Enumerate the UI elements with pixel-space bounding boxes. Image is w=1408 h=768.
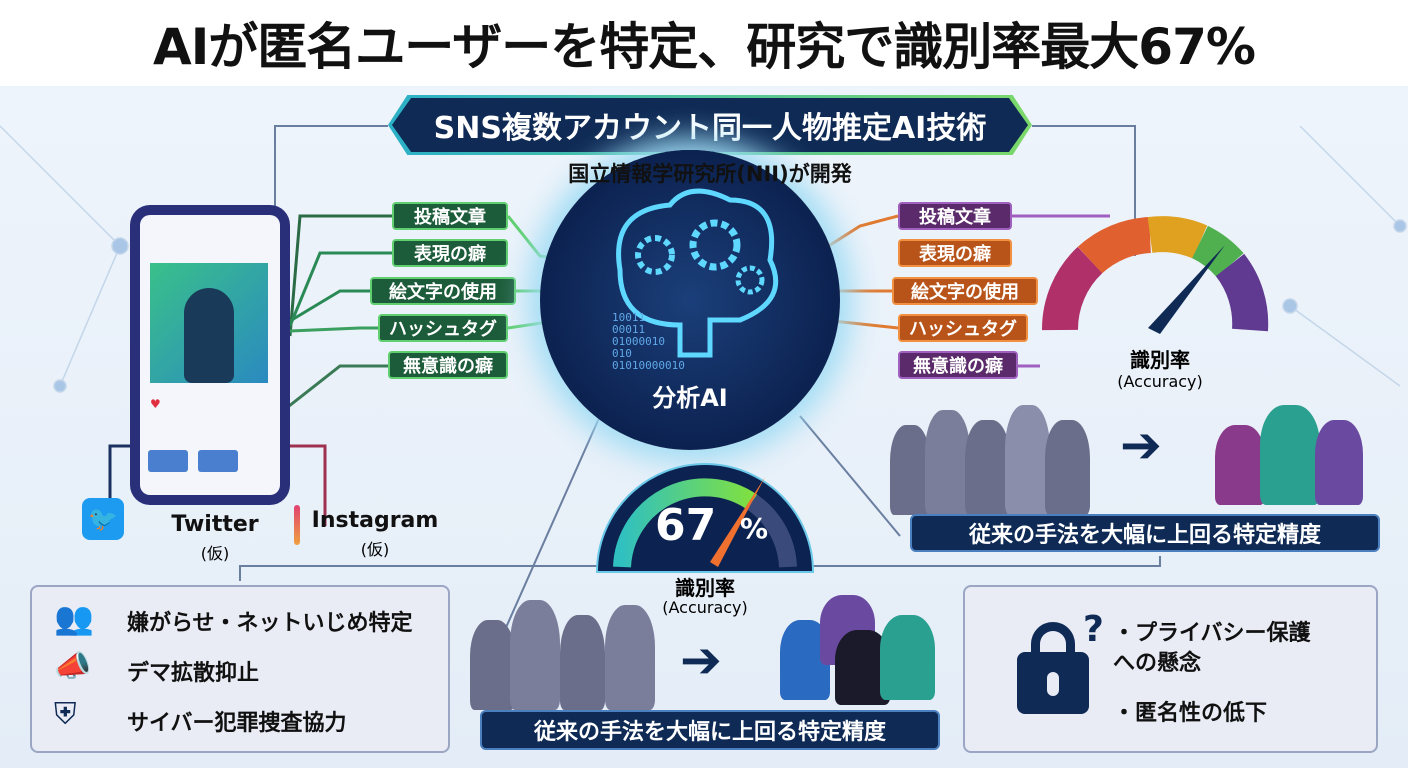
gauge-sublabel: (Accuracy) <box>1117 372 1203 391</box>
gauge-label: 識別率 <box>675 576 735 600</box>
concern-text: ・プライバシー保護 への懸念 <box>1113 621 1311 676</box>
lock-icon <box>1017 622 1089 714</box>
analysis-ai-circle <box>540 150 840 450</box>
feature-label: 無意識の癖 <box>388 351 508 379</box>
use-case-text: デマ拡散抑止 <box>127 661 260 686</box>
platform-note: (仮) <box>360 540 390 559</box>
use-cases-box: 👥 嫌がらせ・ネットいじめ特定 📣 デマ拡散抑止 ⛨ サイバー犯罪捜査協力 <box>30 585 450 753</box>
question-icon: ? <box>1083 609 1104 650</box>
feature-label: 投稿文章 <box>392 202 508 230</box>
concern-text: ・匿名性の低下 <box>1113 701 1268 726</box>
platform-note: (仮) <box>200 544 230 563</box>
feature-label: 表現の癖 <box>898 239 1012 267</box>
arrow-right-icon: ➔ <box>1120 416 1162 474</box>
feature-label: 投稿文章 <box>898 202 1012 230</box>
analysis-ai-label: 分析AI <box>652 384 728 412</box>
feature-label: ハッシュタグ <box>378 314 508 342</box>
brain-gear-icon <box>616 188 779 358</box>
gauge-sublabel: (Accuracy) <box>662 598 748 617</box>
gauge-label: 識別率 <box>1130 348 1190 372</box>
smartphone-illustration: ♥ <box>130 205 290 505</box>
crowd-illustration <box>890 405 1110 515</box>
megaphone-icon: 📣 <box>54 649 92 684</box>
page-title: AIが匿名ユーザーを特定、研究で識別率最大67% <box>0 0 1408 86</box>
shield-gear-icon: ⛨ <box>54 697 77 732</box>
twitter-icon: 🐦 <box>82 498 124 540</box>
silhouette-icon <box>184 288 234 383</box>
platform-name: Twitter <box>171 512 259 537</box>
concerns-box: ? ・プライバシー保護 への懸念 ・匿名性の低下 <box>963 585 1378 753</box>
platform-name: Instagram <box>311 508 439 533</box>
feature-label: 絵文字の使用 <box>370 277 516 305</box>
right-banner: 従来の手法を大幅に上回る特定精度 <box>910 514 1380 552</box>
accuracy-gauge-right <box>1041 216 1269 334</box>
profile-photo <box>150 263 268 383</box>
harassment-icon: 👥 <box>54 599 94 637</box>
identified-people-illustration <box>1215 405 1365 505</box>
identified-people-illustration <box>775 595 945 705</box>
feature-label: 無意識の癖 <box>898 351 1018 379</box>
accuracy-gauge-center <box>595 463 815 573</box>
crowd-illustration <box>470 595 670 710</box>
arrow-right-icon: ➔ <box>680 631 722 689</box>
instagram-icon <box>294 505 300 545</box>
subtitle: 国立情報学研究所(NII)が開発 <box>568 162 852 186</box>
use-case-text: 嫌がらせ・ネットいじめ特定 <box>127 611 413 636</box>
feature-label: ハッシュタグ <box>898 314 1028 342</box>
center-banner: 従来の手法を大幅に上回る特定精度 <box>480 710 940 750</box>
heart-icon: ♥ <box>150 397 161 411</box>
feature-label: 表現の癖 <box>392 239 508 267</box>
tech-banner: SNS複数アカウント同一人物推定AI技術 <box>392 98 1028 152</box>
use-case-text: サイバー犯罪捜査協力 <box>127 711 347 736</box>
gauge-unit: % <box>740 512 769 545</box>
gauge-value: 67 <box>655 500 717 551</box>
feature-label: 絵文字の使用 <box>892 277 1038 305</box>
